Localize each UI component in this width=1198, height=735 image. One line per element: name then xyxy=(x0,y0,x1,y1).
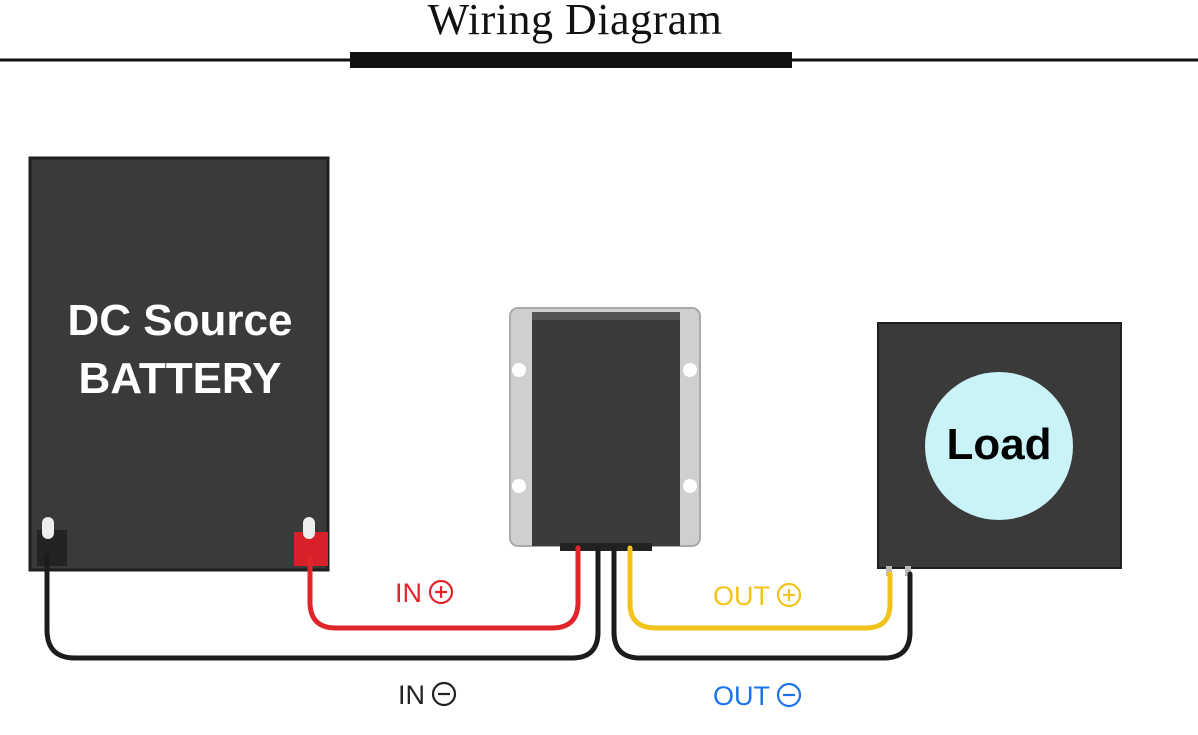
battery-body xyxy=(28,156,330,572)
label-in-positive: IN xyxy=(395,578,454,612)
plus-circle-icon xyxy=(776,582,802,615)
label-out-positive-text: OUT xyxy=(713,581,770,611)
load-label: Load xyxy=(946,420,1052,469)
wire-out-negative xyxy=(611,545,913,661)
plus-circle-icon xyxy=(428,579,454,612)
label-in-negative-text: IN xyxy=(398,680,425,710)
label-out-positive: OUT xyxy=(713,581,802,615)
minus-circle-icon xyxy=(431,681,457,714)
wire-out-positive xyxy=(627,545,893,631)
header-rule-thick xyxy=(350,52,792,68)
load-terminals xyxy=(886,566,911,576)
battery-label: DC Source BATTERY xyxy=(30,292,330,408)
minus-circle-icon xyxy=(776,682,802,715)
label-out-negative: OUT xyxy=(713,681,802,715)
battery-label-line1: DC Source xyxy=(67,296,293,345)
load-circle xyxy=(925,372,1073,520)
dc-converter xyxy=(509,307,701,551)
page-title: Wiring Diagram xyxy=(427,0,723,44)
battery-negative-terminal xyxy=(37,517,67,566)
label-in-negative: IN xyxy=(398,680,457,714)
wire-in-negative xyxy=(44,545,601,661)
battery-label-line2: BATTERY xyxy=(78,354,282,403)
label-out-negative-text: OUT xyxy=(713,681,770,711)
label-in-positive-text: IN xyxy=(395,578,422,608)
wire-in-positive xyxy=(307,545,581,631)
